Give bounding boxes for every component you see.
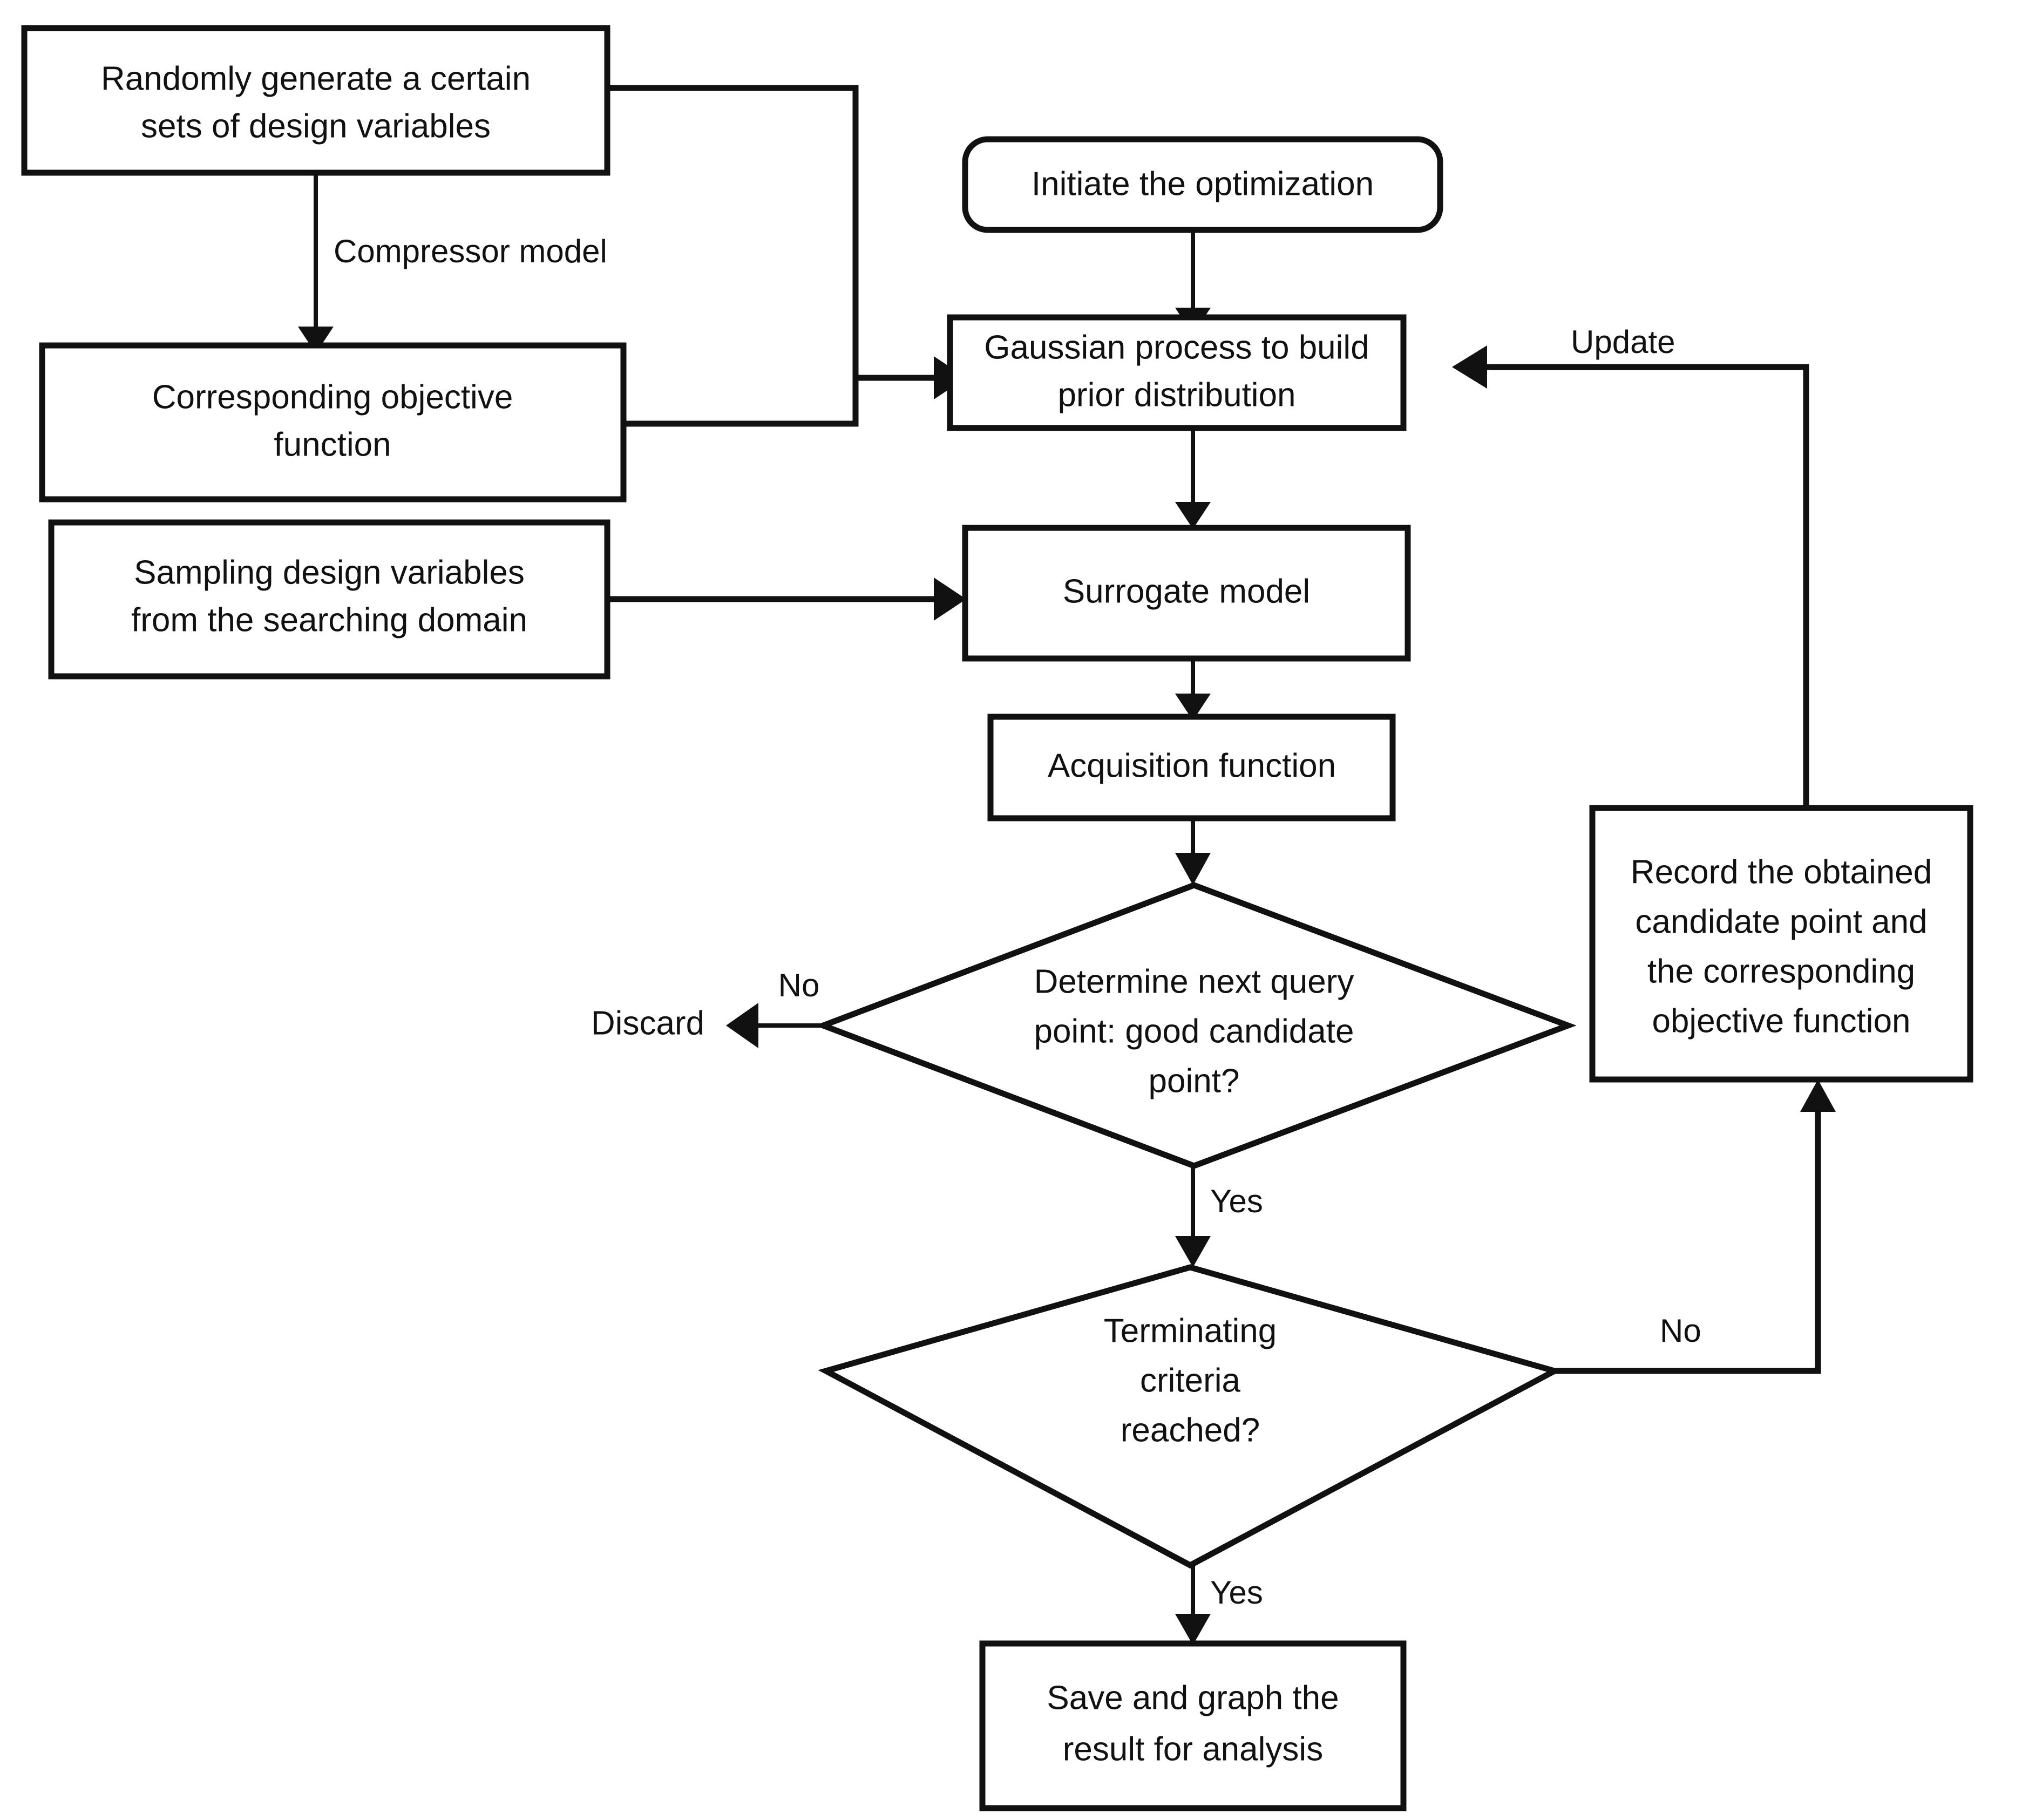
arrowhead-candidate-no <box>726 1003 758 1048</box>
save-graph-line2: result for analysis <box>1063 1730 1323 1768</box>
record-line2: candidate point and <box>1635 903 1927 940</box>
node-decision-terminate[interactable]: Terminating criteria reached? <box>818 1264 1563 1569</box>
node-random-generate[interactable]: Randomly generate a certain sets of desi… <box>21 25 610 176</box>
decision-candidate-diamond[interactable] <box>815 882 1577 1169</box>
edge-label-candidate-yes: Yes <box>1210 1183 1263 1219</box>
node-save-graph[interactable]: Save and graph the result for analysis <box>979 1640 1407 1811</box>
objective-function-box[interactable] <box>39 342 627 502</box>
gaussian-process-box[interactable] <box>947 314 1407 431</box>
node-gaussian-process[interactable]: Gaussian process to build prior distribu… <box>947 314 1407 431</box>
decision-candidate-line3: point? <box>1149 1062 1240 1099</box>
edge-label-terminate-no: No <box>1660 1313 1701 1349</box>
initiate-line1: Initiate the optimization <box>1032 165 1374 202</box>
sampling-box[interactable] <box>48 519 610 680</box>
save-graph-box[interactable] <box>979 1640 1407 1811</box>
node-objective-function[interactable]: Corresponding objective function <box>39 342 627 502</box>
acquisition-function-box[interactable] <box>987 714 1396 821</box>
decision-candidate-line2: point: good candidate <box>1034 1013 1354 1050</box>
arrowhead-update <box>1452 345 1487 389</box>
sampling-line2: from the searching domain <box>131 601 527 639</box>
decision-terminate-line1: Terminating <box>1104 1312 1277 1349</box>
arrowhead-sampling-surrogate <box>934 578 966 621</box>
edge-label-compressor-model: Compressor model <box>334 233 607 269</box>
record-line1: Record the obtained <box>1631 853 1932 891</box>
node-surrogate-model[interactable]: Surrogate model <box>962 525 1411 662</box>
arrowhead-candidate-yes <box>1175 1236 1211 1267</box>
edge-label-terminate-yes: Yes <box>1210 1574 1263 1611</box>
arrowhead-terminate-no <box>1800 1079 1836 1112</box>
discard-label: Discard <box>591 1004 704 1042</box>
sampling-line1: Sampling design variables <box>134 554 525 591</box>
node-acquisition-function[interactable]: Acquisition function <box>987 714 1396 821</box>
edge-record-update-gaussian <box>1487 364 1809 808</box>
surrogate-model-box[interactable] <box>962 525 1411 662</box>
arrowhead-acquisition-decision <box>1175 853 1211 885</box>
random-generate-line2: sets of design variables <box>141 107 491 145</box>
random-generate-box[interactable] <box>21 25 610 176</box>
save-graph-line1: Save and graph the <box>1047 1679 1339 1716</box>
edge-label-update: Update <box>1571 324 1675 360</box>
surrogate-model-line1: Surrogate model <box>1063 573 1310 610</box>
acquisition-function-line1: Acquisition function <box>1048 747 1336 784</box>
node-decision-candidate[interactable]: Determine next query point: good candida… <box>815 882 1577 1169</box>
decision-terminate-line3: reached? <box>1121 1411 1260 1449</box>
record-box[interactable] <box>1589 805 1973 1083</box>
node-record[interactable]: Record the obtained candidate point and … <box>1589 805 1973 1083</box>
decision-candidate-line1: Determine next query <box>1034 963 1354 1000</box>
edge-objective-to-gaussian <box>623 378 859 427</box>
gaussian-process-line2: prior distribution <box>1057 376 1295 413</box>
arrowhead-compressor-model <box>298 327 334 354</box>
edge-terminate-no-record <box>1555 1112 1821 1374</box>
decision-terminate-line2: criteria <box>1140 1362 1241 1399</box>
edge-label-candidate-no: No <box>778 967 820 1003</box>
decision-terminate-diamond[interactable] <box>818 1264 1563 1569</box>
arrowhead-gaussian-surrogate <box>1175 502 1211 529</box>
objective-function-line1: Corresponding objective <box>152 378 513 416</box>
arrowhead-surrogate-acquisition <box>1175 694 1211 721</box>
random-generate-line1: Randomly generate a certain <box>101 60 531 97</box>
record-line4: objective function <box>1652 1002 1910 1040</box>
record-line3: the corresponding <box>1647 953 1915 990</box>
node-sampling[interactable]: Sampling design variables from the searc… <box>48 519 610 680</box>
arrowhead-terminate-yes <box>1175 1614 1211 1645</box>
objective-function-line2: function <box>274 426 391 463</box>
initiate-box[interactable] <box>962 136 1443 233</box>
gaussian-process-line1: Gaussian process to build <box>984 329 1369 366</box>
node-initiate[interactable]: Initiate the optimization <box>962 136 1443 233</box>
edge-random-to-gaussian <box>607 85 859 378</box>
